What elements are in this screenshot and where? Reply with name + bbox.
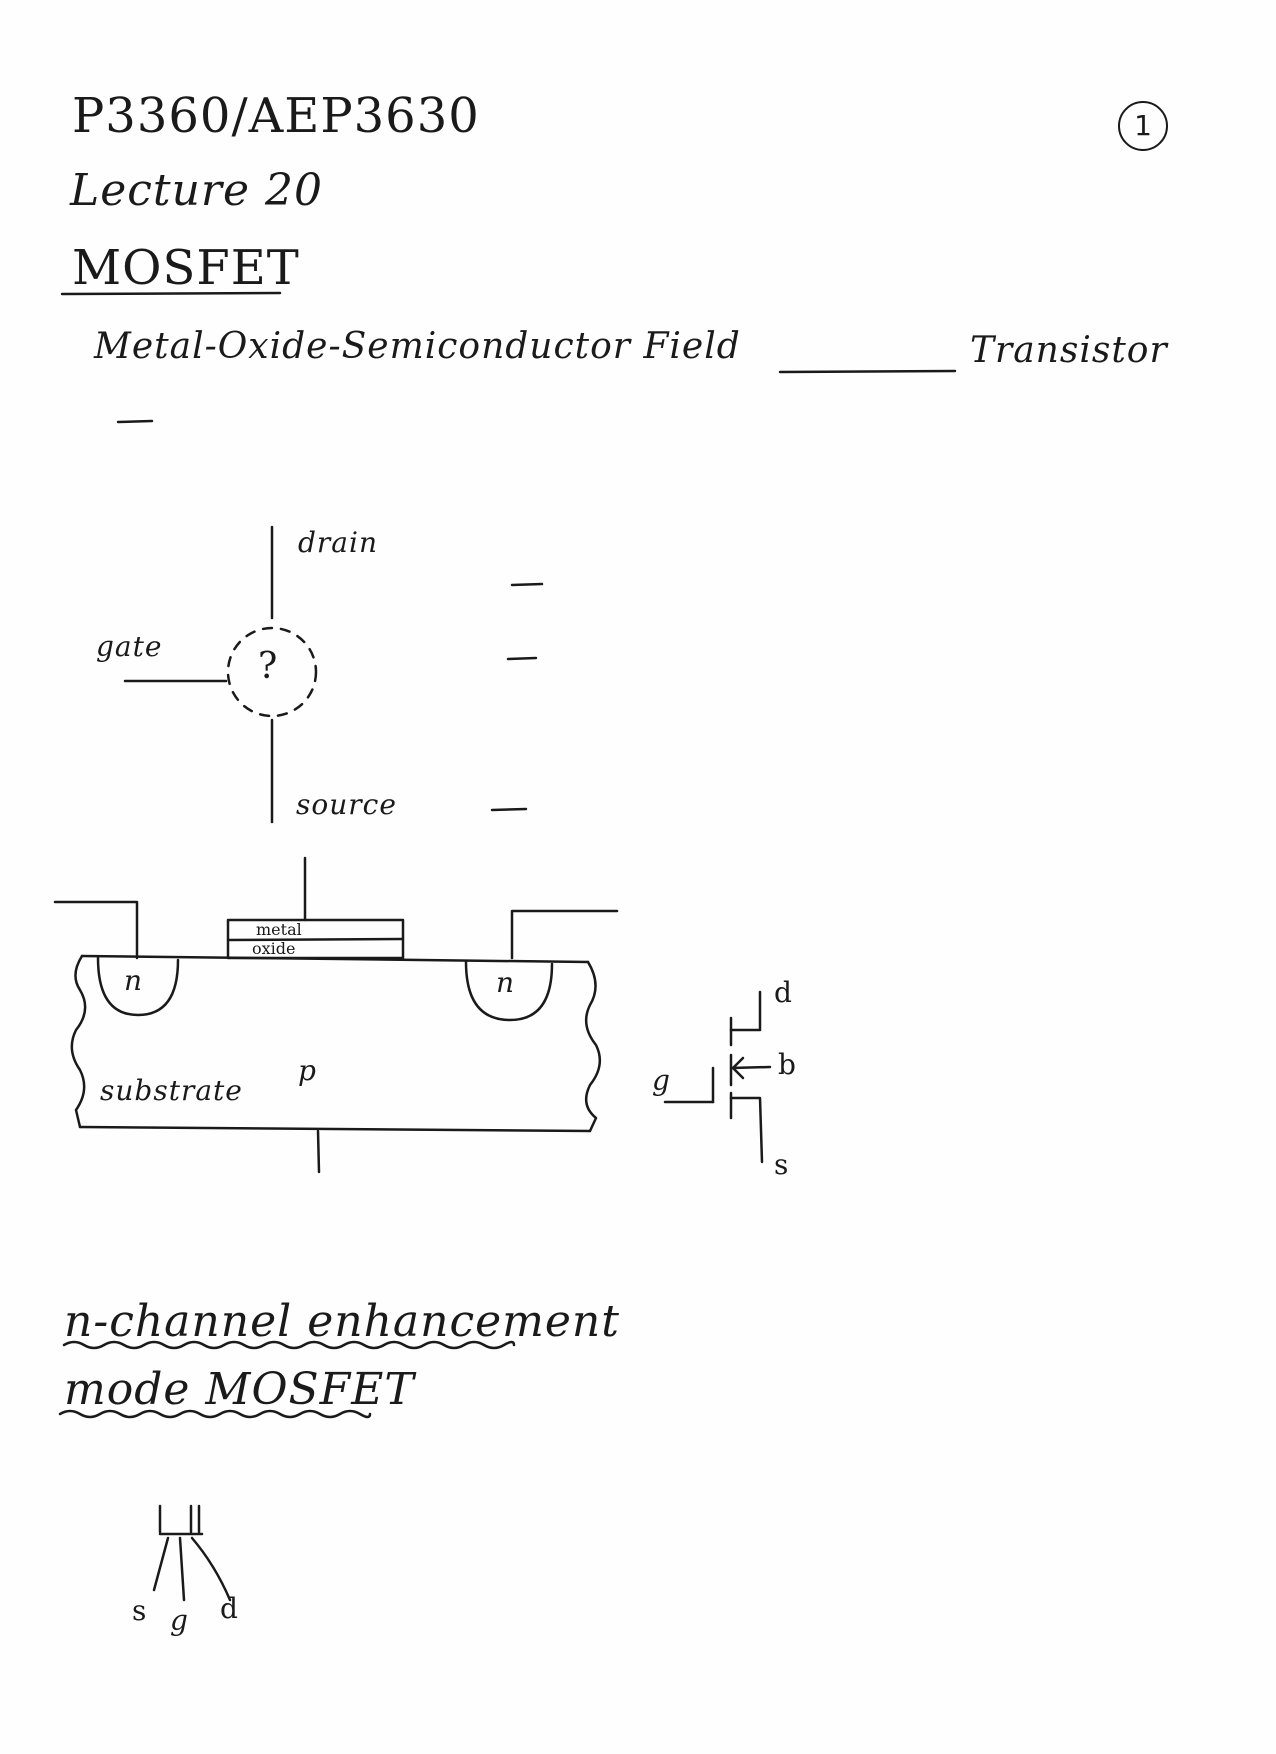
symbol-d-label: d xyxy=(774,976,793,1009)
metal-label: metal xyxy=(256,920,302,939)
symbol-body xyxy=(729,1065,772,1070)
blank-line xyxy=(778,369,957,374)
oxide-label: oxide xyxy=(252,939,296,958)
source-label: source xyxy=(296,788,397,821)
lecture-title: Lecture 20 xyxy=(70,165,323,216)
section-heading-line1: n-channel enhancement xyxy=(64,1296,620,1347)
substrate-label: substrate xyxy=(100,1074,243,1107)
left-n-label: n xyxy=(124,964,144,997)
lead-g xyxy=(178,1536,186,1602)
substrate-top xyxy=(80,954,590,964)
symbol-source xyxy=(729,1096,764,1164)
acronym-expansion-part1: Metal-Oxide-Semiconductor Field xyxy=(94,326,741,367)
symbol-s-label: s xyxy=(774,1148,790,1181)
section-heading-line2: mode MOSFET xyxy=(64,1364,415,1415)
dash-gate xyxy=(506,656,538,661)
acronym-expansion-part2: Transistor xyxy=(970,330,1168,371)
dash-drain xyxy=(510,582,544,587)
left-contact xyxy=(53,900,139,960)
lead-d xyxy=(190,1536,232,1602)
body-contact xyxy=(316,1129,321,1174)
substrate-bottom xyxy=(78,1125,592,1133)
substrate-left-edge xyxy=(70,954,87,1129)
topic-title: MOSFET xyxy=(72,240,300,296)
substrate-type-label: p xyxy=(298,1054,317,1087)
package-s-label: s xyxy=(132,1594,148,1627)
right-contact xyxy=(510,909,619,960)
dash-source xyxy=(490,807,528,812)
symbol-arrow xyxy=(731,1056,745,1080)
drain-label: drain xyxy=(298,526,378,559)
package-g-label: g xyxy=(170,1604,189,1637)
letter-dash xyxy=(116,419,154,424)
page-number-badge: 1 xyxy=(1118,101,1168,151)
lead-s xyxy=(152,1536,170,1592)
symbol-b-label: b xyxy=(778,1048,797,1081)
symbol-drain xyxy=(729,990,762,1032)
package-d-label: d xyxy=(220,1592,239,1625)
gate-label: gate xyxy=(96,630,163,663)
substrate-right-edge xyxy=(584,960,602,1133)
right-n-label: n xyxy=(496,966,516,999)
unknown-device-label: ? xyxy=(258,646,279,687)
symbol-g-label: g xyxy=(652,1064,671,1097)
course-code: P3360/AEP3630 xyxy=(72,88,480,144)
